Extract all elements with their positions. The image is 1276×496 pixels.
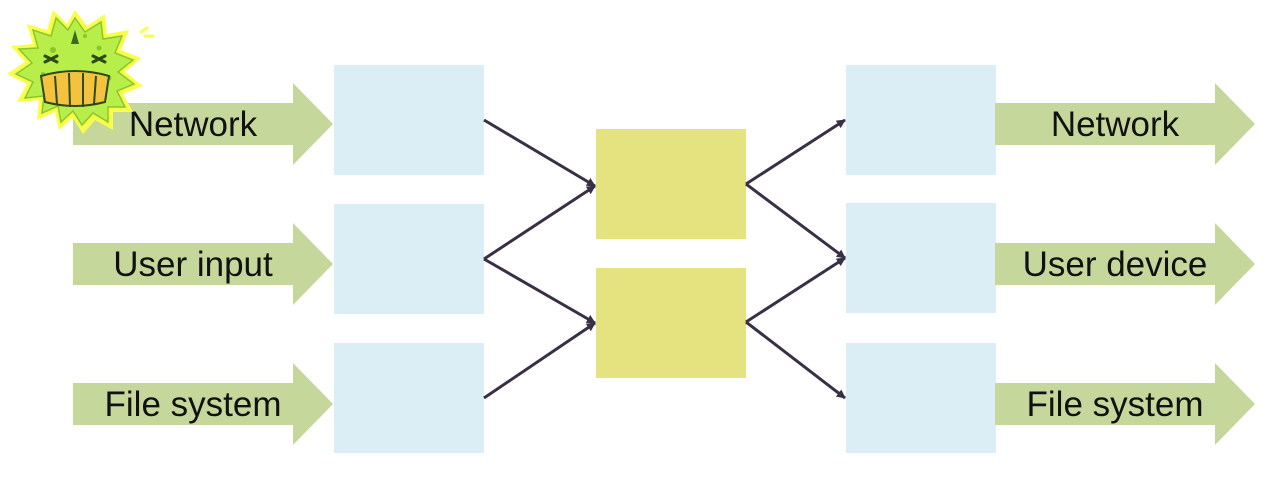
input-arrow-file-system: File system <box>73 363 333 445</box>
connector-s2-m1 <box>483 184 596 261</box>
output-label-network: Network <box>1051 105 1180 144</box>
sink-box-1 <box>846 65 996 175</box>
source-box-3 <box>334 343 484 453</box>
connector-s3-m2 <box>483 321 596 400</box>
middle-box-2 <box>596 268 746 378</box>
output-arrow-network: Network <box>995 83 1255 165</box>
input-arrow-user-input: User input <box>73 223 333 305</box>
sink-box-3 <box>846 343 996 453</box>
sink-box-2 <box>846 203 996 313</box>
middle-box-1 <box>596 129 746 239</box>
input-arrow-network: Network <box>73 83 333 165</box>
input-label-user-input: User input <box>113 245 273 284</box>
connector-m2-k2 <box>745 256 846 324</box>
output-arrow-user-device: User device <box>995 223 1255 305</box>
input-label-network: Network <box>129 105 258 144</box>
output-label-file-system: File system <box>1027 385 1204 424</box>
connector-m1-k2 <box>745 182 846 260</box>
input-label-file-system: File system <box>105 385 282 424</box>
output-arrow-file-system: File system <box>995 363 1255 445</box>
connector-m2-k3 <box>745 320 846 400</box>
connector-s1-m1 <box>483 118 596 188</box>
connector-s2-m2 <box>483 257 596 325</box>
source-box-2 <box>334 204 484 314</box>
virus-icon <box>7 10 155 134</box>
source-box-1 <box>334 65 484 175</box>
connector-m1-k1 <box>745 118 846 186</box>
output-label-user-device: User device <box>1023 245 1208 284</box>
